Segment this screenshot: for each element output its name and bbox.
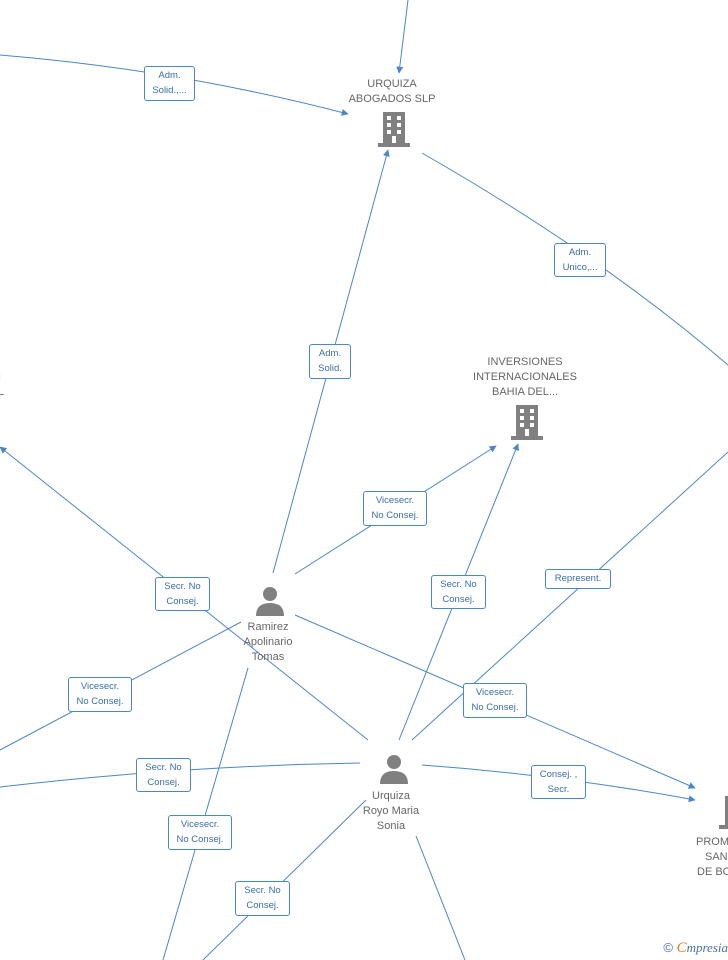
building-icon[interactable] [378, 112, 410, 147]
company-label-promociones-partial[interactable]: PROM SANI DE BO [696, 836, 728, 878]
edge-label-adm-solid-top[interactable]: Adm. Solid.,... [144, 66, 195, 101]
edge-vicesecr-bottom [162, 667, 249, 960]
edge-label-consej-secr[interactable]: Consej. , Secr. [531, 765, 586, 799]
copyright-symbol: © [663, 940, 673, 955]
building-icon[interactable] [719, 796, 728, 830]
edge-label-secr-bottom[interactable]: Secr. No Consej. [235, 881, 290, 916]
edge-urquiza-royo-down [415, 835, 466, 960]
brand-name: mpresia [686, 940, 728, 955]
person-label-ramirez[interactable]: Ramirez Apolinario Tomas [243, 621, 293, 663]
edge-label-vicesecr-bottom[interactable]: Vicesecr. No Consej. [168, 815, 232, 850]
edge-top-to-urquiza-abogados [396, 0, 409, 74]
person-label-urquiza-royo[interactable]: Urquiza Royo Maria Sonia [362, 790, 420, 832]
company-label-left-partial[interactable]: I L [0, 371, 5, 398]
edge-label-represent[interactable]: Represent. [545, 569, 611, 589]
edge-label-vicesecr-mid[interactable]: Vicesecr. No Consej. [363, 491, 427, 526]
building-icon[interactable] [511, 405, 543, 440]
edge-label-adm-unico[interactable]: Adm. Unico,... [554, 243, 606, 277]
person-icon[interactable] [255, 586, 285, 616]
edge-label-secr-left[interactable]: Secr. No Consej. [155, 577, 210, 611]
edge-label-secr-lower-left[interactable]: Secr. No Consej. [136, 758, 191, 792]
edge-label-vicesecr-right[interactable]: Vicesecr. No Consej. [463, 683, 527, 718]
company-label-inversiones[interactable]: INVERSIONES INTERNACIONALES BAHIA DEL... [473, 356, 577, 398]
edge-secr-bottom [202, 799, 367, 960]
brand-watermark: © Cmpresia [663, 940, 728, 957]
person-icon[interactable] [379, 754, 409, 784]
edge-label-secr-mid[interactable]: Secr. No Consej. [431, 575, 486, 609]
edge-label-vicesecr-left[interactable]: Vicesecr. No Consej. [68, 677, 132, 712]
company-label-urquiza-abogados[interactable]: URQUIZA ABOGADOS SLP [348, 78, 436, 105]
edge-label-adm-solid-mid[interactable]: Adm. Solid. [309, 344, 351, 379]
brand-initial: C [676, 940, 687, 956]
